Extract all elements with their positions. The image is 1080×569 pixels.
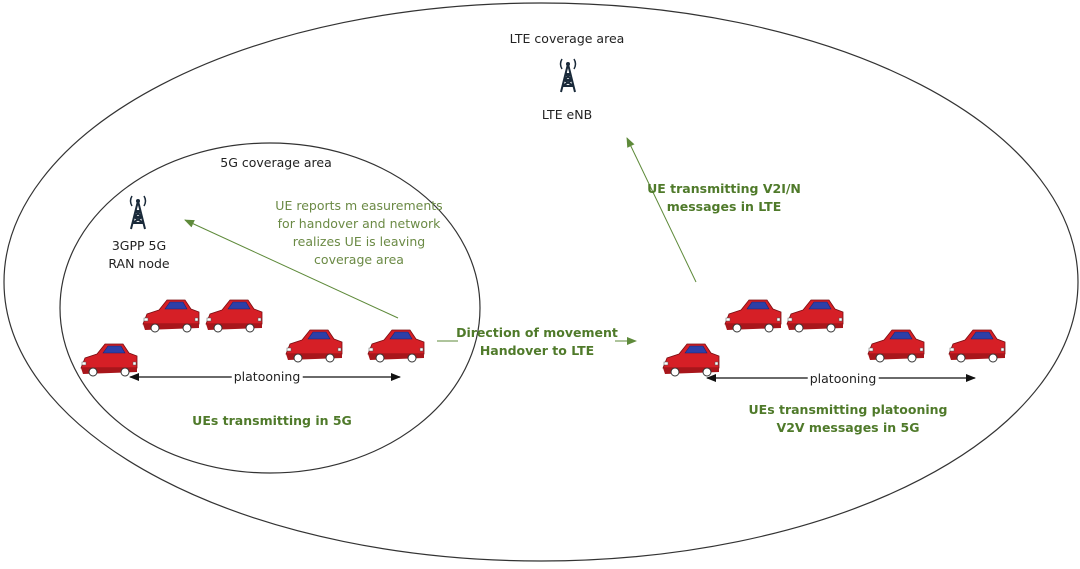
- car-icon: [867, 329, 925, 363]
- lte-coverage-ellipse: [3, 2, 1079, 562]
- v2i-text: UE transmitting V2I/N messages in LTE: [647, 180, 801, 216]
- measurement-report-arrow: [184, 219, 399, 319]
- movement-line: Direction of movement: [456, 325, 618, 340]
- ran-node-label-line2: RAN node: [108, 256, 170, 271]
- platoon-v2v-line: V2V messages in 5G: [776, 420, 920, 435]
- fiveg-coverage-ellipse: [59, 142, 481, 474]
- platooning-label-right: platooning: [807, 371, 879, 386]
- ue-report-line: coverage area: [314, 252, 404, 267]
- car-icon: [948, 329, 1006, 363]
- platooning-label-left: platooning: [231, 369, 303, 384]
- ue-report-line: realizes UE is leaving: [292, 234, 426, 249]
- v2i-transmission-arrow: [626, 137, 697, 283]
- movement-text: Direction of movement Handover to LTE: [456, 324, 618, 360]
- ue-report-line: UE reports m easurements: [275, 198, 443, 213]
- car-icon: [205, 299, 263, 333]
- lte-enb-label: LTE eNB: [541, 107, 593, 122]
- ues-5g-label: UEs transmitting in 5G: [192, 413, 352, 428]
- v2i-line: UE transmitting V2I/N: [647, 181, 801, 196]
- car-icon: [142, 299, 200, 333]
- car-icon: [80, 343, 138, 377]
- platoon-v2v-text: UEs transmitting platooning V2V messages…: [749, 401, 948, 437]
- movement-line: Handover to LTE: [479, 343, 595, 358]
- ue-report-line: for handover and network: [277, 216, 441, 231]
- car-icon: [662, 343, 720, 377]
- v2i-line: messages in LTE: [666, 199, 782, 214]
- car-icon: [786, 299, 844, 333]
- car-icon: [285, 329, 343, 363]
- ran-node-tower-icon: [129, 195, 147, 230]
- car-icon: [724, 299, 782, 333]
- ran-node-label-line1: 3GPP 5G: [111, 238, 167, 253]
- ue-report-text: UE reports m easurements for handover an…: [275, 197, 442, 269]
- platoon-v2v-line: UEs transmitting platooning: [748, 402, 948, 417]
- lte-coverage-label: LTE coverage area: [509, 31, 625, 46]
- lte-enb-tower-icon: [559, 58, 577, 93]
- fiveg-coverage-label: 5G coverage area: [220, 155, 332, 170]
- car-icon: [367, 329, 425, 363]
